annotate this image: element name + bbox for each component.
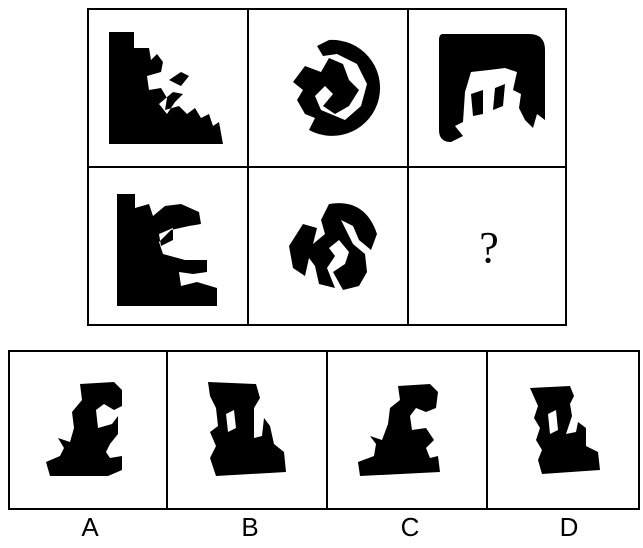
figure-shape [10, 352, 166, 508]
option-a-figure[interactable] [10, 352, 170, 508]
figure-shape [249, 10, 409, 169]
puzzle-grid: ? [87, 8, 567, 326]
grid-cell-5 [249, 168, 409, 327]
option-a-label[interactable]: A [70, 512, 110, 543]
option-c-label[interactable]: C [390, 512, 430, 543]
grid-cell-4 [89, 168, 249, 327]
option-b-label[interactable]: B [230, 512, 270, 543]
option-b-figure[interactable] [170, 352, 330, 508]
figure-shape [249, 168, 409, 327]
option-c-figure[interactable] [330, 352, 490, 508]
option-d-label[interactable]: D [549, 512, 589, 543]
question-mark: ? [409, 168, 569, 327]
grid-cell-3 [409, 10, 569, 169]
figure-shape [330, 352, 486, 508]
figure-shape [89, 168, 249, 327]
figure-shape [409, 10, 569, 169]
grid-cell-2 [249, 10, 409, 169]
grid-cell-6: ? [409, 168, 569, 327]
figure-shape [89, 10, 249, 169]
figure-shape [170, 352, 326, 508]
figure-shape [490, 352, 643, 508]
answer-options [8, 350, 640, 510]
grid-cell-1 [89, 10, 249, 169]
option-d-figure[interactable] [490, 352, 643, 508]
